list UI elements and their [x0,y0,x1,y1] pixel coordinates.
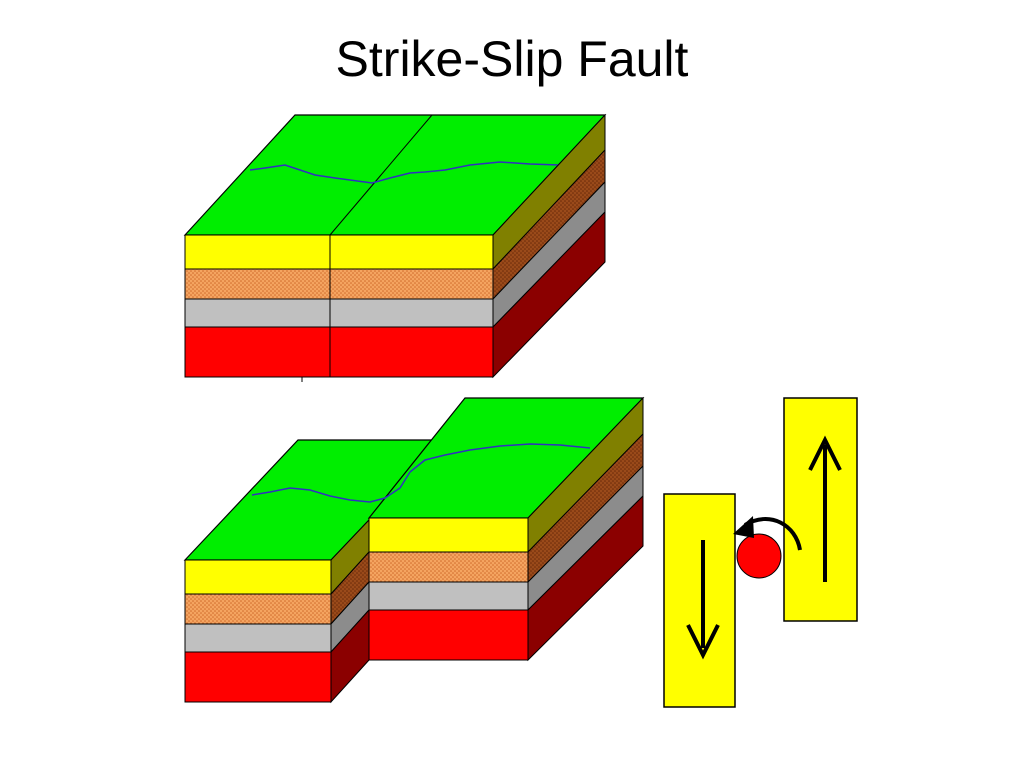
layer-yellow [184,234,494,270]
left-layer-yellow [184,559,332,595]
layer-sand [184,268,494,300]
right-side-red [527,494,644,662]
right-layer-gray [368,581,529,611]
river [249,161,561,184]
block-after-faulting [183,396,645,704]
block-before-faulting [183,113,607,382]
arrow-down-icon [686,624,720,660]
arrow-up-icon [808,435,842,471]
plate-left [663,493,736,708]
fault-line-surface [329,114,433,236]
river-left [251,471,411,503]
right-layer-sand [368,551,529,583]
right-layer-red [368,609,529,661]
layer-red [184,326,494,378]
plate-right [783,397,858,622]
river-right [409,443,591,473]
left-layer-red [184,651,332,703]
motion-legend [663,397,858,708]
side-red [492,210,606,379]
right-layer-yellow [368,517,529,553]
layer-gray [184,298,494,328]
rotation-ball [736,533,782,579]
left-layer-gray [184,623,332,653]
left-layer-sand [184,593,332,625]
slide-title: Strike-Slip Fault [335,31,689,87]
